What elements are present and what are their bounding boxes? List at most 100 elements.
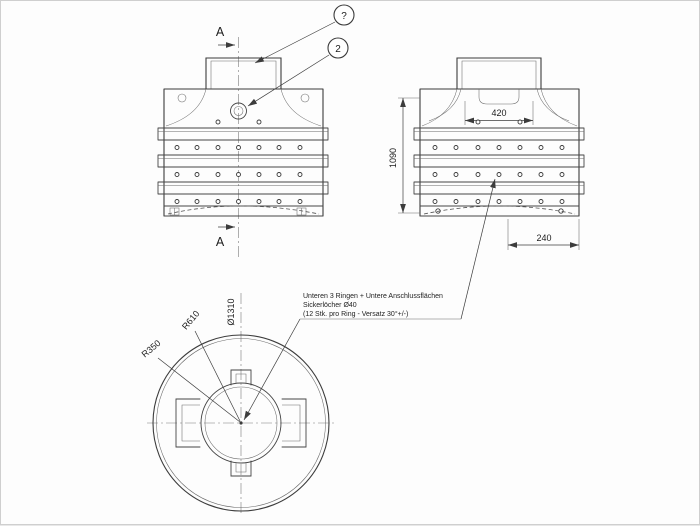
hole xyxy=(453,145,459,150)
dim-1090: 1090 xyxy=(388,97,420,214)
hole xyxy=(453,172,459,177)
inlet-opening-inner xyxy=(233,106,244,116)
front-perforation-row-upper xyxy=(215,119,262,125)
inlet-opening xyxy=(230,102,247,120)
section-marker-top: A xyxy=(216,25,235,48)
hole xyxy=(559,145,565,150)
plan-tab-top xyxy=(230,369,252,386)
plan-center-point xyxy=(239,421,243,425)
hole xyxy=(517,199,523,204)
side-base xyxy=(419,205,580,217)
plan-pocket-right xyxy=(281,398,307,448)
plan-outer-circle-inner-wall xyxy=(156,338,326,508)
dim-r350-label: R350 xyxy=(140,338,163,359)
front-ring-3 xyxy=(157,181,329,195)
front-perforation-row-1 xyxy=(174,145,303,150)
side-shoulder-inner-curves xyxy=(428,88,570,122)
dim-240: 240 xyxy=(507,219,580,250)
hole xyxy=(297,199,303,204)
hole xyxy=(215,172,221,177)
side-bottom-dome-hidden-line xyxy=(423,205,576,215)
hole xyxy=(194,199,200,204)
dim-r350-leader xyxy=(157,357,241,423)
dim-r610-leader xyxy=(194,330,241,422)
hole xyxy=(194,145,200,150)
plan-neck-circle xyxy=(200,382,282,464)
front-lug-left-icon xyxy=(177,93,187,103)
balloon-1-circle xyxy=(333,4,355,26)
hole xyxy=(256,172,262,177)
side-base-hole-right xyxy=(558,208,564,214)
hole xyxy=(236,199,241,204)
front-ring-2 xyxy=(157,154,329,168)
hole xyxy=(174,172,180,177)
hole xyxy=(496,172,502,177)
hole xyxy=(174,145,180,150)
hole xyxy=(276,172,282,177)
hole xyxy=(256,119,262,125)
hole xyxy=(236,145,241,150)
side-ring-1 xyxy=(413,127,585,141)
dim-r610-label: R610 xyxy=(180,309,201,332)
dim-240-label: 240 xyxy=(536,233,551,243)
side-perforation-row-upper xyxy=(475,119,523,125)
front-perforation-row-3 xyxy=(174,199,303,204)
dim-420-label: 420 xyxy=(491,108,506,118)
front-neck-inner-wall xyxy=(210,60,277,89)
section-marker-bottom: A xyxy=(216,224,235,249)
side-perforation-row-3 xyxy=(432,199,565,204)
front-lug-right-icon xyxy=(300,93,310,103)
plan-pocket-left xyxy=(175,398,201,448)
hole xyxy=(297,172,303,177)
hole xyxy=(453,199,459,204)
front-neck-outline xyxy=(205,57,282,90)
balloon-2-circle xyxy=(327,37,349,59)
front-view: A A xyxy=(157,4,355,257)
plan-view: Ø1310 R610 R350 xyxy=(140,293,335,515)
plan-tab-bottom xyxy=(230,460,252,477)
hole xyxy=(475,199,481,204)
hole xyxy=(538,199,544,204)
note-line-2: Sickerlöcher Ø40 xyxy=(303,302,357,309)
plan-outer-circle xyxy=(152,334,330,512)
balloon-1-leader xyxy=(254,21,336,64)
hole xyxy=(276,145,282,150)
side-ring-2 xyxy=(413,154,585,168)
hole xyxy=(538,172,544,177)
side-ring-3 xyxy=(413,181,585,195)
dim-diameter-1310: Ø1310 xyxy=(226,298,236,325)
hole xyxy=(496,145,502,150)
section-label-top: A xyxy=(216,25,225,39)
front-body-outline xyxy=(163,88,324,217)
hole xyxy=(475,145,481,150)
hole xyxy=(517,172,523,177)
dim-radius-350: R350 xyxy=(140,338,241,423)
hole xyxy=(276,199,282,204)
side-shoulder-curves xyxy=(421,88,578,127)
hole xyxy=(256,145,262,150)
front-shoulder-curves xyxy=(165,88,322,127)
hole xyxy=(538,145,544,150)
side-neck-inner-wall xyxy=(461,60,537,89)
front-base xyxy=(163,205,324,217)
hole xyxy=(559,172,565,177)
hole xyxy=(256,199,262,204)
dim-1090-label: 1090 xyxy=(388,148,398,168)
hole xyxy=(215,145,221,150)
balloon-2: 2 xyxy=(247,37,349,107)
hole xyxy=(194,172,200,177)
hole xyxy=(236,172,241,177)
side-view: 420 xyxy=(388,57,585,250)
front-ring-1 xyxy=(157,127,329,141)
hole xyxy=(517,145,523,150)
hole xyxy=(432,199,438,204)
note-leader-to-plan-view xyxy=(243,318,301,421)
hole xyxy=(517,119,523,125)
hole xyxy=(475,172,481,177)
side-inlet-channel xyxy=(478,89,520,105)
dim-diameter-label: Ø1310 xyxy=(226,298,236,325)
note-leader-to-side-view xyxy=(460,178,496,320)
section-label-bottom: A xyxy=(216,235,225,249)
front-perforation-row-2 xyxy=(174,172,303,177)
